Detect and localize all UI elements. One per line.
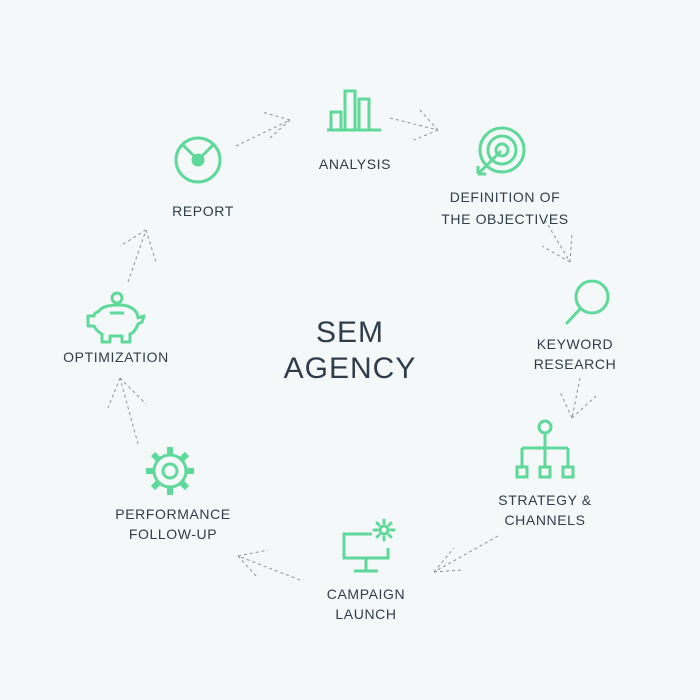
target-icon (476, 126, 526, 176)
step-report-text: REPORT (172, 203, 234, 219)
center-title: SEM AGENCY (250, 315, 450, 387)
center-title-line2: AGENCY (283, 352, 417, 385)
arrow-optimization-to-report (119, 229, 157, 283)
arrow-campaign-to-performance (237, 549, 301, 581)
arrow-analysis-to-objectives (389, 107, 439, 141)
center-title-line1: SEM (315, 316, 384, 349)
step-optimization-label: OPTIMIZATION (56, 347, 176, 367)
arrow-objectives-to-keyword (541, 219, 573, 263)
gear-icon (146, 447, 194, 495)
monitor-gear-icon (342, 518, 396, 573)
step-campaign-label: CAMPAIGN LAUNCH (306, 584, 426, 624)
arrow-performance-to-optimization (107, 377, 147, 445)
step-performance-line2: FOLLOW-UP (128, 526, 218, 542)
bar-chart-icon (327, 89, 381, 132)
step-keyword-label: KEYWORD RESEARCH (520, 334, 630, 374)
step-report-label: REPORT (158, 201, 248, 221)
step-optimization-text: OPTIMIZATION (63, 349, 169, 365)
step-performance-line1: PERFORMANCE (115, 506, 231, 522)
step-objectives-label: DEFINITION OF THE OBJECTIVES (420, 186, 590, 230)
hierarchy-icon (515, 419, 575, 479)
step-strategy-line2: CHANNELS (504, 512, 586, 528)
magnifier-icon (565, 279, 610, 325)
step-strategy-line1: STRATEGY & (498, 492, 592, 508)
step-keyword-line2: RESEARCH (533, 356, 617, 372)
step-objectives-line2: THE OBJECTIVES (441, 211, 569, 227)
step-campaign-line1: CAMPAIGN (326, 586, 406, 602)
step-keyword-line1: KEYWORD (536, 336, 614, 352)
arrow-keyword-to-strategy (559, 377, 597, 419)
step-strategy-label: STRATEGY & CHANNELS (485, 490, 605, 530)
step-performance-label: PERFORMANCE FOLLOW-UP (108, 504, 238, 544)
gauge-icon (174, 136, 222, 184)
step-analysis-label: ANALYSIS (295, 154, 415, 174)
piggy-bank-icon (86, 291, 146, 344)
step-objectives-line1: DEFINITION OF (449, 189, 561, 205)
step-analysis-text: ANALYSIS (318, 156, 392, 172)
arrow-strategy-to-campaign (433, 535, 499, 573)
step-campaign-line2: LAUNCH (335, 606, 397, 622)
arrow-report-to-analysis (235, 111, 291, 147)
